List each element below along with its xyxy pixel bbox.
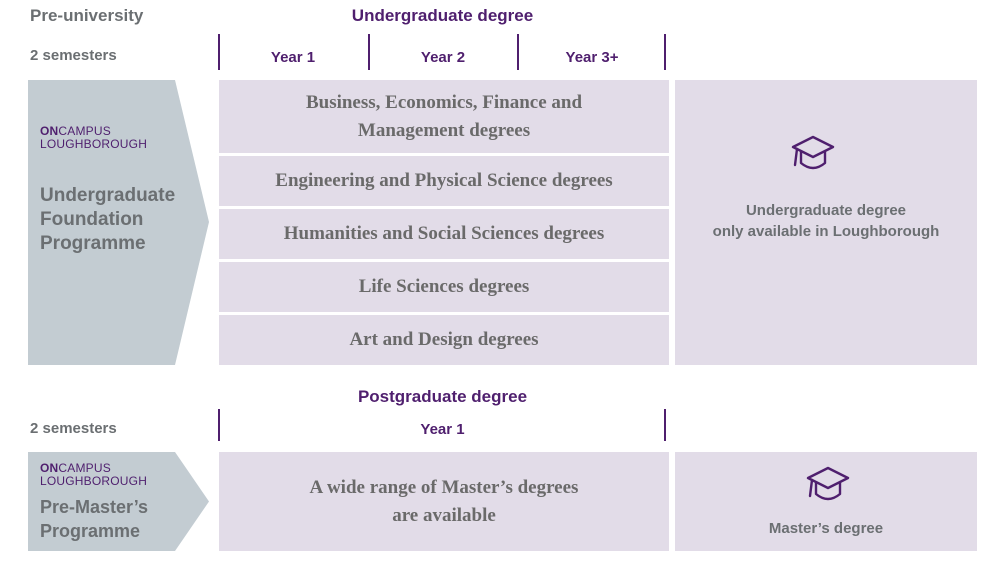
ug-degree-engineering: Engineering and Physical Science degrees [275, 170, 613, 191]
ug-degree-band [219, 156, 669, 206]
ug-degree-humanities: Humanities and Social Sciences degrees [283, 223, 605, 244]
graduation-cap-icon [806, 466, 850, 501]
pg-range-text: A wide range of Master’s degrees are ava… [309, 476, 579, 526]
ug-degree-band [219, 262, 669, 312]
year-divider [517, 34, 519, 70]
postgraduate-header: Postgraduate degree [357, 387, 528, 406]
year-divider [664, 409, 666, 441]
ug-degree-life-sciences: Life Sciences degrees [358, 276, 530, 297]
oncampus-logo: ONCAMPUS LOUGHBOROUGH [40, 461, 148, 488]
ug-degree-business: Business, Economics, Finance and Managem… [305, 91, 583, 141]
semesters-label-top: 2 semesters [30, 47, 117, 64]
ug-outcome-box [675, 80, 977, 365]
pg-range-band [219, 452, 669, 551]
ug-outcome-label: Undergraduate degree only available in L… [712, 202, 940, 240]
year-divider [218, 409, 220, 441]
pg-year-1: Year 1 [420, 421, 465, 438]
ug-degree-art-design: Art and Design degrees [349, 329, 539, 350]
premaster-programme-arrow [28, 452, 209, 551]
ug-year-1: Year 1 [270, 49, 316, 66]
year-divider [218, 34, 220, 70]
undergraduate-header: Undergraduate degree [351, 6, 534, 25]
pre-university-header: Pre-university [30, 6, 144, 25]
year-divider [664, 34, 666, 70]
ug-degree-band [219, 209, 669, 259]
pg-outcome-label: Master’s degree [768, 520, 884, 537]
oncampus-logo: ONCAMPUS LOUGHBOROUGH [40, 124, 148, 151]
foundation-programme-name: Undergraduate Foundation Programme [40, 185, 176, 254]
ug-degree-band [219, 80, 669, 153]
premaster-programme-name: Pre-Master’s Programme [40, 497, 149, 541]
foundation-programme-arrow [28, 80, 209, 365]
year-divider [368, 34, 370, 70]
ug-year-3: Year 3+ [565, 49, 619, 66]
semesters-label-bottom: 2 semesters [30, 420, 117, 437]
graduation-cap-icon [791, 135, 835, 170]
ug-year-2: Year 2 [420, 49, 466, 66]
ug-degree-band [219, 315, 669, 365]
